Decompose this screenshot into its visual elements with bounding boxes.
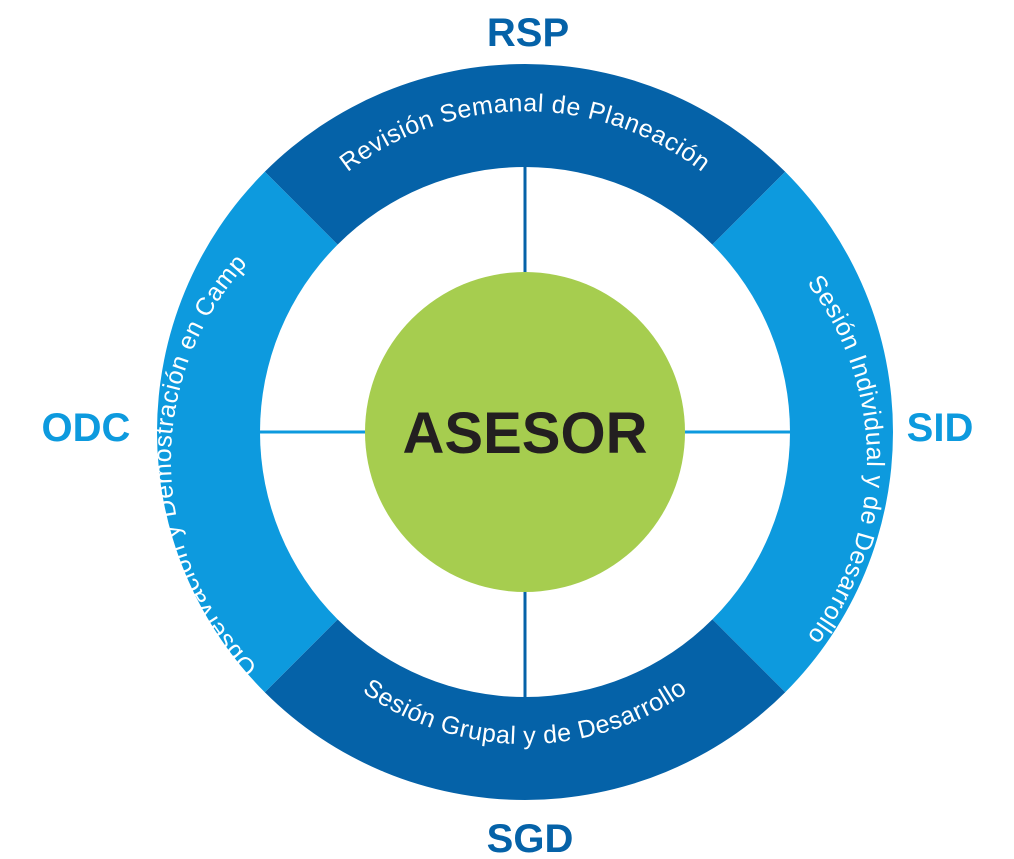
abbr-rsp: RSP [487, 11, 569, 55]
abbr-sid: SID [907, 406, 974, 450]
abbr-odc: ODC [42, 406, 131, 450]
segment-sgd [264, 618, 786, 800]
segment-sid [711, 171, 893, 693]
segment-rsp [264, 64, 786, 246]
center-circle [365, 272, 685, 592]
abbr-sgd: SGD [487, 817, 574, 859]
segment-odc [157, 171, 339, 693]
center-label: ASESOR [403, 401, 648, 466]
